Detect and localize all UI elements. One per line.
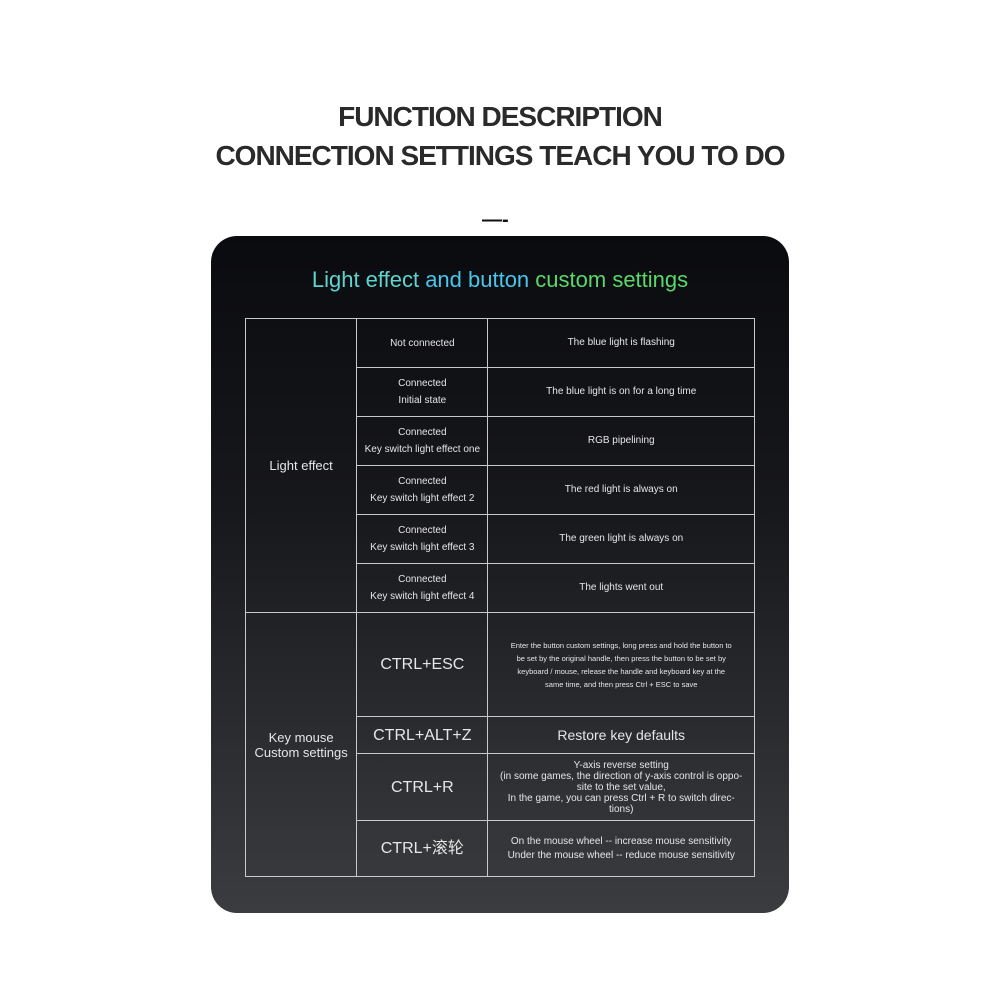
state-line: Key switch light effect one	[364, 444, 481, 455]
table-row: CTRL+滚轮 On the mouse wheel -- increase m…	[246, 820, 755, 877]
table-row: CTRL+R Y-axis reverse setting (in some g…	[246, 753, 755, 821]
state-line: Connected	[398, 525, 447, 536]
shortcut-cell: CTRL+ALT+Z	[356, 716, 489, 754]
card-title-part: Light effect	[311, 267, 426, 292]
state-line: Connected	[398, 427, 447, 438]
state-line: Not connected	[390, 337, 455, 349]
description-line: Under the mouse wheel -- reduce mouse se…	[507, 849, 735, 861]
description-cell: The blue light is on for a long time	[487, 367, 755, 417]
settings-card: Light effect and button custom settings …	[211, 236, 789, 913]
state-line: Connected	[398, 574, 447, 585]
description-line: site to the set value,	[576, 781, 666, 793]
card-title-part: custom settings	[535, 267, 689, 292]
state-cell: Not connected	[356, 318, 489, 368]
description-line: tions)	[609, 803, 634, 815]
state-line: Key switch light effect 2	[370, 493, 475, 504]
card-title-part: and button	[425, 267, 536, 292]
table-row: CTRL+ALT+Z Restore key defaults	[246, 716, 755, 754]
page-subtitle: CONNECTION SETTINGS TEACH YOU TO DO	[215, 140, 785, 171]
light-effect-label: Light effect	[244, 318, 358, 613]
description-line: Restore key defaults	[557, 727, 686, 743]
description-line: keyboard / mouse, release the handle and…	[517, 666, 726, 676]
description-line: Enter the button custom settings, long p…	[510, 640, 732, 650]
key-mouse-label-line: Key mouse	[268, 729, 334, 745]
description-cell: Restore key defaults	[487, 716, 755, 754]
description-cell: The green light is always on	[487, 514, 755, 564]
state-line: Key switch light effect 3	[370, 542, 475, 553]
card-title: Light effect and button custom settings	[211, 266, 789, 294]
description-line: be set by the original handle, then pres…	[516, 653, 726, 663]
description-cell: The red light is always on	[487, 465, 755, 515]
state-line: Initial state	[398, 395, 447, 406]
description-line: same time, and then press Ctrl + ESC to …	[545, 679, 698, 689]
shortcut-cell: CTRL+ESC	[356, 612, 489, 717]
description-cell: Enter the button custom settings, long p…	[487, 612, 755, 717]
description-cell: The lights went out	[487, 563, 755, 613]
description-line: (in some games, the direction of y-axis …	[500, 770, 743, 782]
page-title: FUNCTION DESCRIPTION	[338, 101, 663, 132]
description-line: Y-axis reverse setting	[573, 759, 669, 771]
description-cell: On the mouse wheel -- increase mouse sen…	[487, 820, 755, 877]
state-line: Connected	[398, 378, 447, 389]
title-divider: —-	[482, 209, 509, 231]
description-line: On the mouse wheel -- increase mouse sen…	[510, 835, 732, 847]
description-cell: RGB pipelining	[487, 416, 755, 466]
key-mouse-label-line: Custom settings	[254, 744, 348, 760]
description-cell: The blue light is flashing	[487, 318, 755, 368]
shortcut-cell: CTRL+滚轮	[356, 820, 489, 877]
description-cell: Y-axis reverse setting (in some games, t…	[487, 753, 755, 821]
state-line: Connected	[398, 476, 447, 487]
state-line: Key switch light effect 4	[370, 591, 475, 602]
description-line: In the game, you can press Ctrl + R to s…	[507, 792, 735, 804]
table-row: Light effect Not connected The blue ligh…	[244, 318, 755, 613]
shortcut-cell: CTRL+R	[356, 753, 489, 821]
settings-table: Light effect Not connected The blue ligh…	[244, 318, 755, 877]
